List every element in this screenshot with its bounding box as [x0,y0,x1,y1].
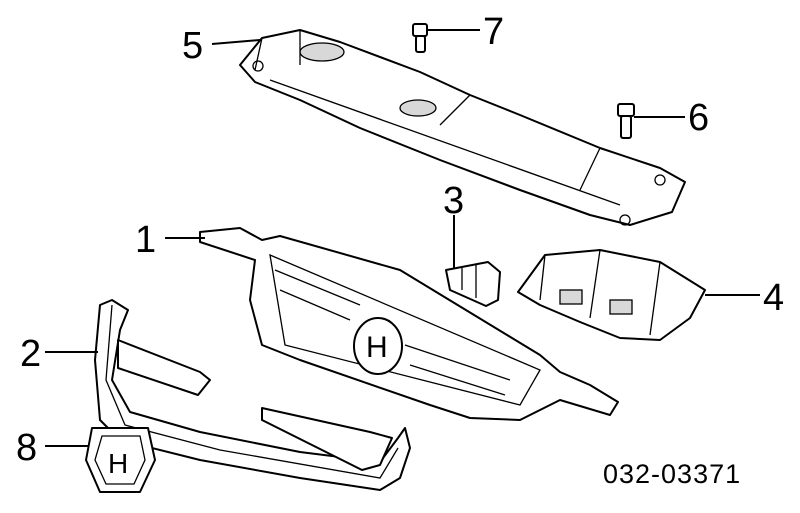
callout-3: 3 [443,180,464,222]
lower-bracket-part[interactable] [517,249,706,341]
callout-8: 8 [16,427,37,469]
clip-6-part[interactable] [617,103,635,139]
callout-7: 7 [483,11,504,53]
svg-text:H: H [366,331,388,364]
svg-text:H: H [108,448,128,479]
callout-4: 4 [763,277,784,319]
leader-lines [45,29,760,447]
grille-part[interactable]: H [199,227,619,421]
reference-number: 032-03371 [603,459,741,489]
emblem-part[interactable]: H [85,427,156,493]
callout-labels: 1 2 3 4 5 6 7 8 [16,11,784,469]
callout-6: 6 [688,97,709,139]
clip-bracket-part[interactable] [445,261,501,307]
clip-7-part[interactable] [412,23,428,53]
callout-2: 2 [20,333,41,375]
callout-5: 5 [182,25,203,67]
upper-cover-part[interactable] [239,29,686,226]
callout-1: 1 [135,219,156,261]
